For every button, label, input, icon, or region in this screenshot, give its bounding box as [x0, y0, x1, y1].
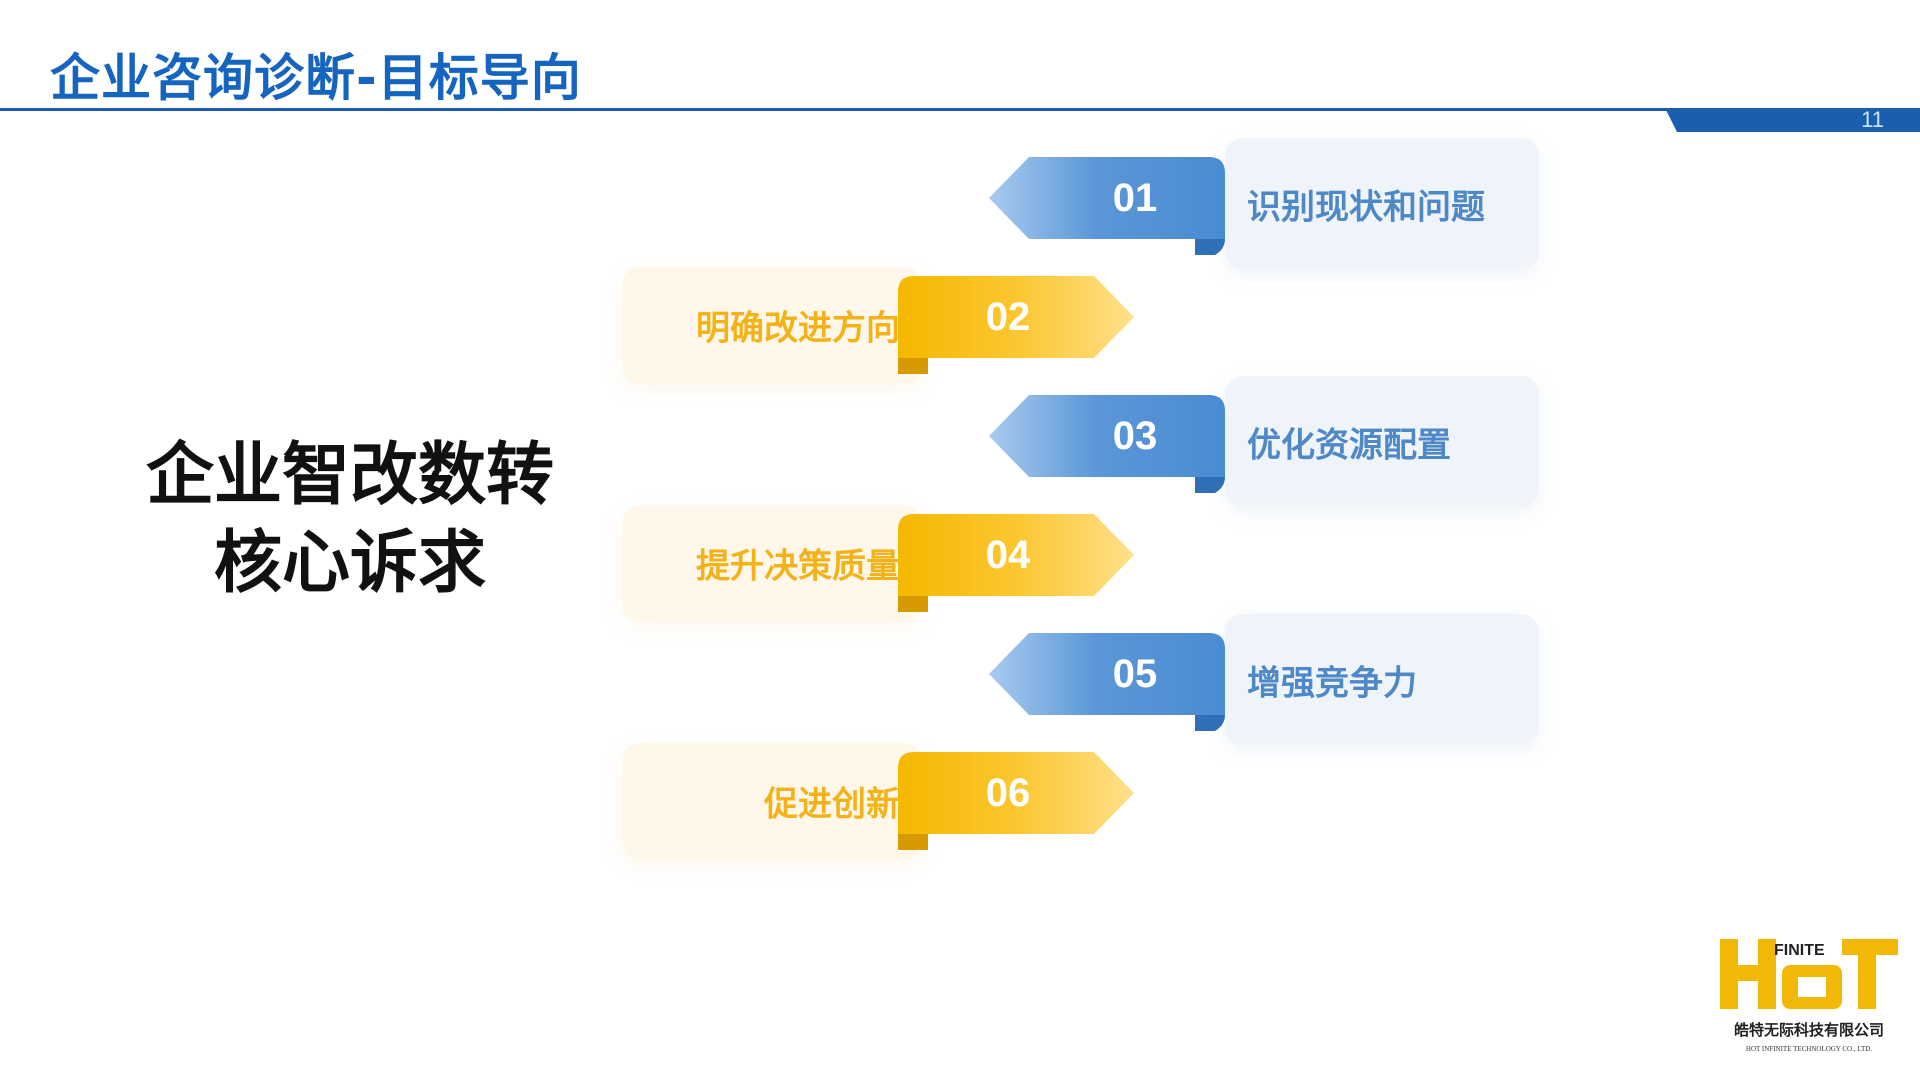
page-title: 企业咨询诊断-目标导向 [50, 49, 582, 107]
goal-number: 05 [1112, 652, 1158, 696]
goal-label: 优化资源配置 [1247, 425, 1451, 465]
goal-label: 促进创新 [764, 784, 900, 825]
company-logo: FINITE 皓特无际科技有限公司 HOT INFINITE TECHNOLOG… [1718, 935, 1900, 1065]
core-heading-line2: 核心诉求 [213, 524, 486, 603]
goal-card-06: 促进创新 [622, 743, 922, 859]
goal-number: 06 [985, 771, 1031, 815]
goal-number-tag-06: 06 [898, 752, 1134, 852]
svg-text:皓特无际科技有限公司: 皓特无际科技有限公司 [1734, 1021, 1884, 1039]
svg-text:FINITE: FINITE [1774, 942, 1825, 959]
core-heading-line1: 企业智改数转 [145, 436, 554, 515]
goal-card-01: 识别现状和问题 [1225, 138, 1539, 269]
goal-number: 01 [1112, 176, 1158, 220]
arrow-right-icon [898, 514, 1134, 612]
svg-text:HOT INFINITE TECHNOLOGY CO., L: HOT INFINITE TECHNOLOGY CO., LTD. [1746, 1045, 1872, 1053]
goal-card-04: 提升决策质量 [622, 505, 922, 621]
goal-label: 识别现状和问题 [1247, 187, 1485, 227]
core-heading: 企业智改数转 核心诉求 [100, 432, 600, 608]
goal-label: 提升决策质量 [696, 546, 900, 587]
page-number: 11 [1861, 107, 1884, 132]
page-number-bar: 11 [1665, 108, 1920, 132]
goal-card-05: 增强竞争力 [1225, 614, 1539, 745]
arrow-right-icon [898, 276, 1134, 374]
goal-card-02: 明确改进方向 [622, 267, 922, 383]
goal-number-tag-04: 04 [898, 514, 1134, 614]
goal-number-tag-05: 05 [989, 633, 1225, 733]
arrow-left-icon [989, 157, 1225, 255]
goal-number: 04 [985, 533, 1031, 577]
goal-number-tag-02: 02 [898, 276, 1134, 376]
goal-number-tag-01: 01 [989, 157, 1225, 257]
arrow-left-icon [989, 633, 1225, 731]
goal-number: 02 [985, 295, 1031, 339]
arrow-right-icon [898, 752, 1134, 850]
header-divider [0, 108, 1920, 111]
goal-number: 03 [1112, 414, 1158, 458]
goal-number-tag-03: 03 [989, 395, 1225, 495]
arrow-left-icon [989, 395, 1225, 493]
goal-label: 明确改进方向 [696, 308, 900, 349]
goal-card-03: 优化资源配置 [1225, 376, 1539, 507]
goal-label: 增强竞争力 [1247, 663, 1417, 703]
